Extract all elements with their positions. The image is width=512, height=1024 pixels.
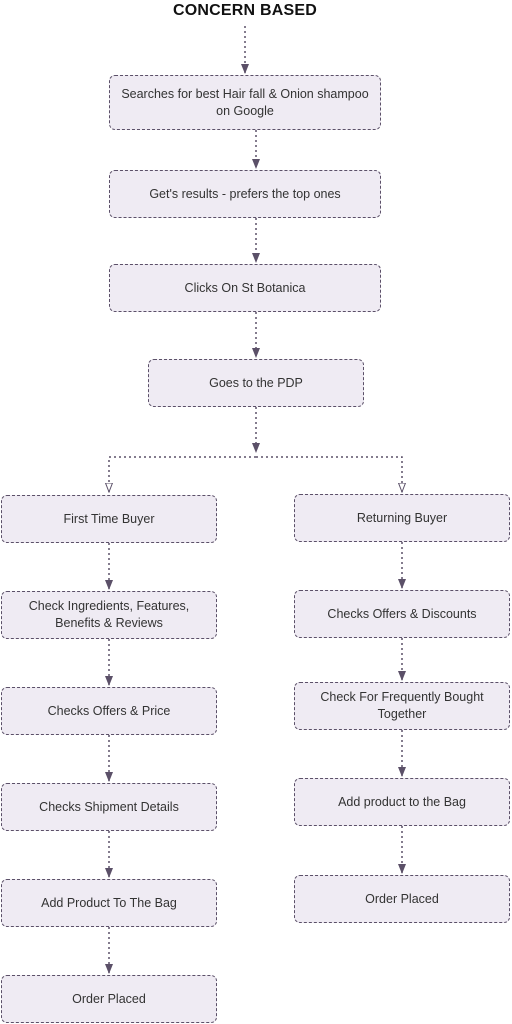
step-search-google: Searches for best Hair fall & Onion sham… <box>109 75 381 130</box>
step-check-ingredients: Check Ingredients, Features, Benefits & … <box>1 591 217 639</box>
step-add-product-bag-right: Add product to the Bag <box>294 778 510 826</box>
branch-returning-buyer: Returning Buyer <box>294 494 510 542</box>
step-frequently-bought: Check For Frequently Bought Together <box>294 682 510 730</box>
step-get-results: Get's results - prefers the top ones <box>109 170 381 218</box>
step-clicks-st-botanica: Clicks On St Botanica <box>109 264 381 312</box>
step-order-placed-right: Order Placed <box>294 875 510 923</box>
connector-split-right <box>256 456 402 492</box>
branch-first-time-buyer: First Time Buyer <box>1 495 217 543</box>
step-checks-offers-discounts: Checks Offers & Discounts <box>294 590 510 638</box>
step-goes-to-pdp: Goes to the PDP <box>148 359 364 407</box>
step-order-placed-left: Order Placed <box>1 975 217 1023</box>
step-add-product-bag-left: Add Product To The Bag <box>1 879 217 927</box>
step-checks-shipment: Checks Shipment Details <box>1 783 217 831</box>
step-checks-offers-price: Checks Offers & Price <box>1 687 217 735</box>
connector-split-left <box>109 456 256 492</box>
diagram-title: CONCERN BASED <box>173 2 317 19</box>
